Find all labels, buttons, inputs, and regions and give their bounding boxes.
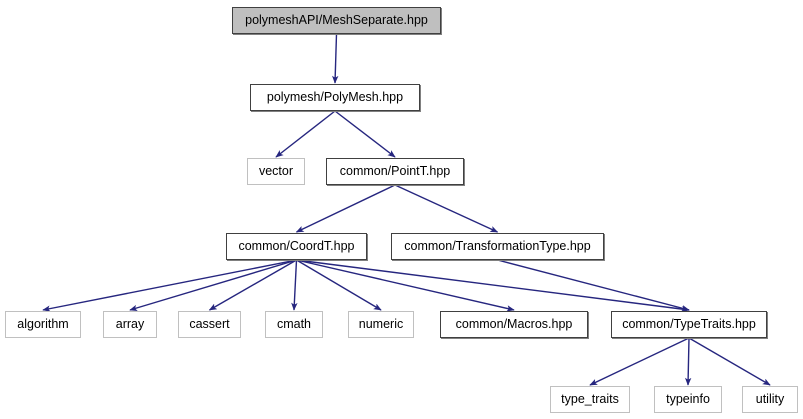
graph-node-label: numeric — [358, 317, 404, 332]
graph-node-label: algorithm — [17, 317, 69, 332]
graph-node-typeinfo[interactable]: typeinfo — [654, 386, 722, 413]
graph-edge-coordt-to-typetraits — [296, 259, 690, 313]
graph-node-label: common/PointT.hpp — [339, 164, 451, 179]
graph-node-algorithm[interactable]: algorithm — [5, 311, 81, 338]
graph-node-label: common/TransformationType.hpp — [404, 239, 591, 254]
graph-edge-coordt-to-macros — [296, 259, 515, 312]
graph-node-label: cassert — [189, 317, 230, 332]
graph-node-transformationtype[interactable]: common/TransformationType.hpp — [391, 233, 604, 260]
graph-edge-pointt-to-transformationtype — [394, 184, 499, 233]
graph-node-macros[interactable]: common/Macros.hpp — [440, 311, 588, 338]
graph-edge-coordt-to-cassert — [208, 259, 297, 311]
graph-edge-typetraits-to-type_traits — [589, 337, 690, 386]
graph-edge-meshseparate-to-polymesh — [332, 33, 339, 84]
graph-edge-coordt-to-algorithm — [42, 259, 297, 312]
graph-edge-coordt-to-array — [129, 259, 297, 311]
graph-edge-typetraits-to-utility — [688, 337, 771, 386]
graph-node-label: utility — [755, 392, 785, 407]
graph-edge-pointt-to-coordt — [295, 184, 396, 233]
graph-node-label: vector — [258, 164, 294, 179]
graph-node-meshseparate[interactable]: polymeshAPI/MeshSeparate.hpp — [232, 7, 441, 34]
graph-node-cassert[interactable]: cassert — [178, 311, 241, 338]
graph-edge-typetraits-to-typeinfo — [684, 337, 692, 386]
graph-edge-transformationtype-to-typetraits — [497, 259, 690, 312]
graph-node-pointt[interactable]: common/PointT.hpp — [326, 158, 464, 185]
graph-node-type_traits[interactable]: type_traits — [550, 386, 630, 413]
graph-node-coordt[interactable]: common/CoordT.hpp — [226, 233, 367, 260]
graph-node-label: common/TypeTraits.hpp — [622, 317, 756, 332]
graph-node-label: common/CoordT.hpp — [238, 239, 355, 254]
graph-edge-coordt-to-numeric — [296, 259, 382, 311]
graph-edge-polymesh-to-pointt — [334, 110, 396, 158]
graph-node-vector[interactable]: vector — [247, 158, 305, 185]
graph-node-polymesh[interactable]: polymesh/PolyMesh.hpp — [250, 84, 420, 111]
graph-edge-polymesh-to-vector — [275, 110, 336, 158]
graph-node-numeric[interactable]: numeric — [348, 311, 414, 338]
graph-node-typetraits[interactable]: common/TypeTraits.hpp — [611, 311, 767, 338]
graph-node-label: cmath — [276, 317, 312, 332]
graph-node-label: polymesh/PolyMesh.hpp — [266, 90, 404, 105]
graph-node-label: array — [115, 317, 145, 332]
graph-node-label: common/Macros.hpp — [455, 317, 573, 332]
graph-node-utility[interactable]: utility — [742, 386, 798, 413]
graph-node-label: type_traits — [561, 392, 619, 407]
graph-node-array[interactable]: array — [103, 311, 157, 338]
graph-node-label: typeinfo — [666, 392, 710, 407]
graph-node-label: polymeshAPI/MeshSeparate.hpp — [245, 13, 428, 28]
graph-edge-coordt-to-cmath — [291, 259, 298, 311]
graph-node-cmath[interactable]: cmath — [265, 311, 323, 338]
